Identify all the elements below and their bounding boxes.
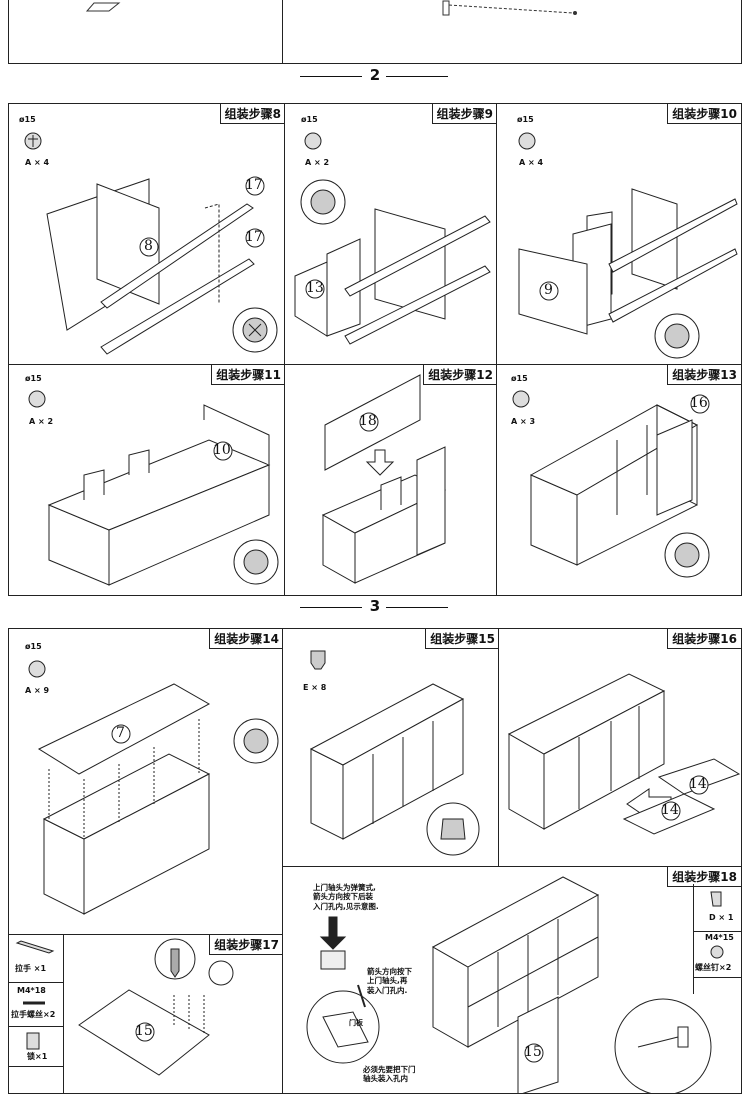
- cam-count-label: A × 2: [305, 158, 330, 167]
- part-8-label: 8: [144, 238, 153, 254]
- cam-count-label: A × 3: [511, 417, 536, 426]
- step-17-label: 组装步骤17: [209, 935, 283, 955]
- cam-size-label: ø15: [19, 115, 36, 124]
- lock-icon: [26, 1032, 40, 1050]
- step-9-drawing: [294, 179, 491, 345]
- screw-cell: M4*15 螺丝钉×2: [693, 932, 741, 978]
- top-strip-right-drawing: [442, 0, 577, 16]
- bracket-count-label: D × 1: [709, 913, 734, 922]
- part-17-label: 17: [245, 177, 263, 193]
- step-16-drawing: [507, 673, 741, 835]
- cam-lock-icon: [24, 132, 42, 150]
- step-8-label: 组装步骤8: [219, 104, 285, 124]
- step-14-drawing: [37, 683, 279, 915]
- bracket-icon: [710, 891, 722, 907]
- hinge-note-mid: 箭头方向按下上门轴头,再装入门孔内.: [367, 967, 412, 995]
- step-14-label: 组装步骤14: [209, 629, 283, 649]
- part-9-label: 9: [544, 282, 553, 298]
- screw-count-label: 螺丝钉×2: [695, 963, 732, 972]
- step-10-label: 组装步骤10: [667, 104, 741, 124]
- step-15-label: 组装步骤15: [425, 629, 499, 649]
- step-12-label: 组装步骤12: [423, 365, 497, 385]
- step-12-panel: 组装步骤12 18: [284, 364, 498, 596]
- hinge-note-bottom: 必须先要把下门轴头装入孔内: [363, 1065, 416, 1084]
- cam-count-label: A × 2: [29, 417, 54, 426]
- cam-count-label: A × 4: [25, 158, 50, 167]
- cam-size-label: ø15: [25, 642, 42, 651]
- step-17-drawing: [78, 938, 234, 1076]
- step-13-label: 组装步骤13: [667, 365, 741, 385]
- step-8-drawing: [46, 178, 278, 355]
- step-9-panel: 组装步骤9 ø15 A × 2 13: [284, 103, 498, 366]
- step-16-label: 组装步骤16: [667, 629, 741, 649]
- handle-cell: 拉手 ×1: [9, 935, 63, 983]
- handle-screw-cell: M4*18 拉手螺丝×2: [9, 983, 63, 1027]
- cam-size-label: ø15: [25, 374, 42, 383]
- step-13-drawing: [529, 404, 710, 578]
- knob-count-label: E × 8: [303, 683, 327, 692]
- cam-lock-icon: [512, 390, 530, 408]
- cam-size-label: ø15: [511, 374, 528, 383]
- step-15-panel: 组装步骤15 E × 8: [282, 628, 500, 868]
- cam-lock-icon: [518, 132, 536, 150]
- cam-count-label: A × 4: [519, 158, 544, 167]
- step-18-drawing: [306, 876, 712, 1093]
- step-8-panel: 组装步骤8 ø15 A × 4 8 17 17: [8, 103, 286, 366]
- top-strip-left-panel: [8, 0, 284, 64]
- cam-lock-icon: [28, 660, 46, 678]
- part-16-label: 16: [690, 395, 708, 411]
- screw-icon: [710, 945, 724, 959]
- screw-spec: M4*15: [705, 933, 734, 942]
- handle-count-label: 拉手 ×1: [15, 964, 47, 973]
- handle-icon: [15, 940, 55, 954]
- step-11-label: 组装步骤11: [211, 365, 285, 385]
- handle-screw-spec: M4*18: [17, 986, 46, 995]
- page-number: 3: [369, 597, 381, 615]
- page-number: 2: [369, 66, 381, 84]
- step-9-label: 组装步骤9: [431, 104, 497, 124]
- cam-lock-icon: [28, 390, 46, 408]
- part-18-label: 18: [359, 413, 377, 429]
- top-strip-right-panel: [282, 0, 742, 64]
- step-14-panel: 组装步骤14 ø15 A × 9 7: [8, 628, 284, 936]
- page-divider-2: 2: [0, 66, 750, 86]
- part-10-label: 10: [213, 442, 231, 458]
- part-15-label: 15: [135, 1023, 153, 1039]
- step-10-panel: 组装步骤10 ø15 A × 4 9: [496, 103, 742, 366]
- page-divider-3: 3: [0, 597, 750, 617]
- cam-size-label: ø15: [517, 115, 534, 124]
- cam-size-label: ø15: [301, 115, 318, 124]
- part-13-label: 13: [306, 280, 324, 296]
- knob-icon: [310, 650, 326, 670]
- step-11-panel: 组装步骤11 ø15 A × 2 10: [8, 364, 286, 596]
- part-14-label: 14: [661, 802, 679, 818]
- lock-cell: 锁×1: [9, 1027, 63, 1067]
- step-16-panel: 组装步骤16 14 14: [498, 628, 742, 868]
- lock-count-label: 锁×1: [27, 1052, 48, 1061]
- part-7-label: 7: [116, 725, 125, 741]
- top-strip-left-drawing: [85, 2, 121, 12]
- step-17-panel: 组装步骤17 拉手 ×1 M4*18 拉手螺丝×2 锁×1 15: [8, 934, 284, 1094]
- door-label: 门板: [349, 1019, 363, 1027]
- hinge-note-top: 上门轴头为弹簧式,箭头方向按下后装入门孔内,见示意图.: [313, 883, 379, 911]
- handle-screw-label: 拉手螺丝×2: [11, 1010, 56, 1019]
- step-18-label: 组装步骤18: [667, 867, 741, 887]
- step-18-panel: 组装步骤18 D × 1 M4*15 螺丝钉×2 上门轴头为弹簧式,箭头方向按下…: [282, 866, 742, 1094]
- part-14-label-b: 14: [689, 776, 707, 792]
- cam-count-label: A × 9: [25, 686, 50, 695]
- bracket-cell: D × 1: [693, 884, 741, 932]
- cam-lock-icon: [304, 132, 322, 150]
- part-17-label-b: 17: [245, 229, 263, 245]
- step-10-drawing: [518, 188, 738, 359]
- part-15-label: 15: [524, 1044, 542, 1060]
- step-12-drawing: [321, 374, 447, 584]
- step-11-drawing: [47, 404, 279, 586]
- step-15-drawing: [309, 683, 480, 856]
- step-13-panel: 组装步骤13 ø15 A × 3 16: [496, 364, 742, 596]
